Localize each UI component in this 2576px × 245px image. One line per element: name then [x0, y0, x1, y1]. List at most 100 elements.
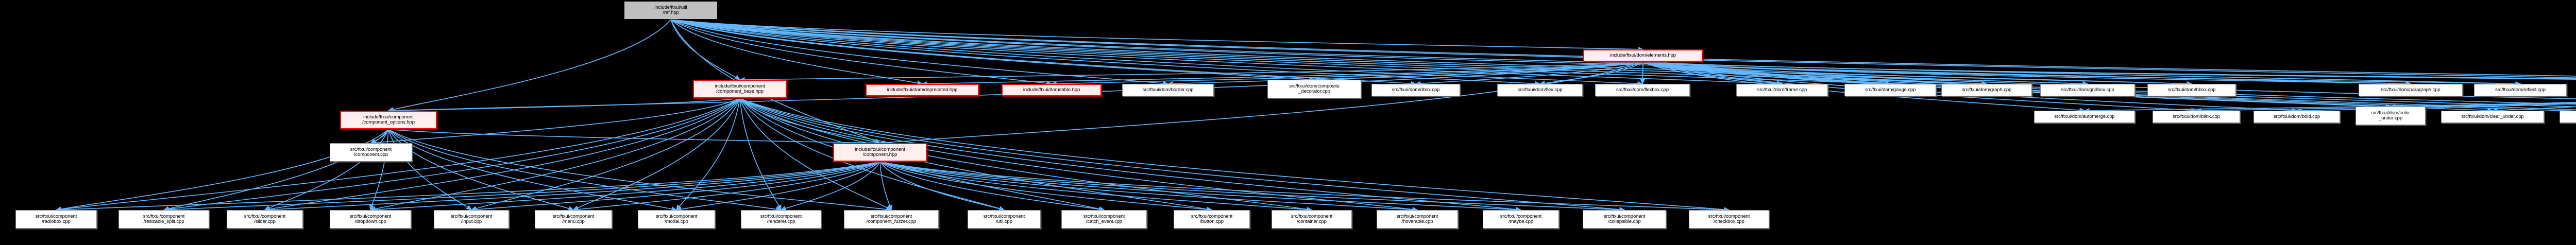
graph-node[interactable]: include/ftxui/component /component_optio… [340, 111, 437, 129]
graph-node[interactable]: src/ftxui/component /maybe.cpp [1483, 210, 1559, 229]
graph-edge [264, 129, 389, 211]
graph-node-label: src/ftxui/component /button.cpp [1191, 214, 1233, 224]
graph-node-label: src/ftxui/dom/paragraph.cpp [2381, 87, 2441, 93]
graph-node[interactable]: src/ftxui/dom/dim.cpp [2560, 111, 2576, 123]
graph-node-label: src/ftxui/dom/border.cpp [1142, 87, 1194, 93]
graph-node[interactable]: src/ftxui/component /input.cpp [434, 210, 509, 229]
graph-edge [670, 19, 923, 85]
graph-node-label: src/ftxui/dom/dbox.cpp [1392, 87, 1440, 93]
graph-edge [1642, 61, 1891, 86]
graph-node[interactable]: src/ftxui/dom/hbox.cpp [2147, 84, 2236, 96]
graph-node[interactable]: src/ftxui/component /modal.cpp [638, 210, 715, 229]
graph-edge [670, 19, 1541, 86]
graph-node[interactable]: src/ftxui/component /checkbox.cpp [1689, 210, 1769, 229]
graph-node-label: src/ftxui/dom/composite _decorator.cpp [1289, 83, 1340, 94]
graph-node[interactable]: src/ftxui/dom/flex.cpp [1497, 84, 1583, 96]
graph-node[interactable]: src/ftxui/dom/frame.cpp [1736, 84, 1828, 96]
graph-node[interactable]: include/ftxui/dom/elements.hpp [1583, 49, 1703, 62]
graph-node[interactable]: src/ftxui/dom/reflect.cpp [2474, 84, 2567, 96]
graph-edge [879, 161, 1005, 211]
graph-edge [879, 161, 1522, 213]
graph-node-label: src/ftxui/dom/graph.cpp [1961, 87, 2012, 93]
graph-edge [1642, 61, 2412, 86]
graph-node-label: src/ftxui/component /catch_event.cpp [1083, 214, 1125, 224]
graph-node-label: include/ftxui/dom/table.hpp [1023, 87, 1080, 93]
graph-node[interactable]: include/ftxui/component /component_base.… [693, 80, 787, 98]
graph-node-label: src/ftxui/component /radiobox.cpp [35, 214, 77, 224]
graph-edge [670, 19, 1053, 86]
graph-node[interactable]: src/ftxui/component /catch_event.cpp [1061, 210, 1147, 229]
graph-edge [670, 19, 1417, 86]
graph-node-label: include/ftxui/component /component_base.… [715, 83, 765, 94]
graph-edge [1642, 61, 1783, 86]
graph-node[interactable]: src/ftxui/dom/border.cpp [1122, 84, 1214, 96]
graph-node[interactable]: src/ftxui/component /menu.cpp [535, 210, 612, 229]
graph-edge [879, 161, 892, 211]
graph-edge [1313, 61, 1643, 82]
graph-edge [670, 19, 2193, 86]
graph-node[interactable]: src/ftxui/component /hoverable.cpp [1377, 210, 1458, 229]
graph-node[interactable]: src/ftxui/dom/automerge.cpp [2034, 111, 2135, 123]
graph-node-label: src/ftxui/dom/automerge.cpp [2054, 114, 2115, 120]
graph-edge [670, 19, 1643, 86]
graph-edge [369, 161, 880, 213]
graph-edge [879, 161, 1213, 212]
graph-node[interactable]: include/ftxui/component /component.hpp [833, 143, 927, 162]
graph-node[interactable]: include/ftxui/dom/table.hpp [1002, 84, 1101, 96]
graph-node[interactable]: src/ftxui/component /component_fuzzer.cp… [844, 210, 939, 229]
graph-node-label: src/ftxui/dom/gauge.cpp [1865, 87, 1916, 93]
graph-edge [739, 98, 881, 145]
graph-node[interactable]: src/ftxui/dom/graph.cpp [1941, 84, 2032, 96]
graph-node[interactable]: src/ftxui/component /radiobox.cpp [15, 210, 97, 229]
graph-edge [2492, 106, 2576, 113]
graph-node[interactable]: src/ftxui/component /button.cpp [1174, 210, 1250, 229]
graph-node-label: src/ftxui/dom/clear_under.cpp [2461, 114, 2524, 120]
graph-node[interactable]: src/ftxui/component /component.cpp [330, 143, 412, 162]
graph-node[interactable]: src/ftxui/component /collapsible.cpp [1583, 210, 1666, 229]
graph-edge [387, 98, 740, 113]
graph-node[interactable]: src/ftxui/dom/blink.cpp [2153, 111, 2240, 123]
graph-edge [879, 161, 1105, 212]
graph-edge [388, 129, 677, 212]
graph-node[interactable]: src/ftxui/dom/gridbox.cpp [2040, 84, 2135, 96]
graph-node[interactable]: src/ftxui/component /util.cpp [968, 210, 1041, 229]
graph-edge [163, 98, 740, 212]
graph-node-label: src/ftxui/dom/flex.cpp [1517, 87, 1563, 93]
graph-edge [879, 161, 1418, 213]
graph-node-label: src/ftxui/component /component.cpp [350, 147, 392, 157]
graph-edge [670, 19, 2089, 86]
graph-node[interactable]: src/ftxui/component /dropdown.cpp [330, 210, 411, 229]
graph-edge [879, 161, 1730, 213]
graph-edge [1167, 61, 1643, 86]
graph-edge [1642, 61, 2521, 86]
graph-node[interactable]: src/ftxui/component /resizable_split.cpp [118, 210, 209, 229]
graph-edge [670, 19, 1169, 86]
graph-node[interactable]: src/ftxui/dom/dbox.cpp [1371, 84, 1460, 96]
graph-node[interactable]: src/ftxui/component /slider.cpp [227, 210, 303, 229]
graph-node-label: src/ftxui/component /input.cpp [450, 214, 493, 224]
graph-edge [670, 19, 1988, 86]
graph-node-label: include/ftxui/util /ref.hpp [654, 5, 687, 15]
graph-node-label: src/ftxui/dom/frame.cpp [1757, 87, 1807, 93]
graph-node[interactable]: src/ftxui/dom/flexbox.cpp [1595, 84, 1690, 96]
graph-node[interactable]: include/ftxui/util /ref.hpp [624, 1, 718, 20]
graph-edge [1640, 61, 1646, 85]
graph-node[interactable]: src/ftxui/dom/color _under.cpp [2355, 107, 2426, 125]
graph-node[interactable]: src/ftxui/dom/gauge.cpp [1844, 84, 1936, 96]
graph-edge [163, 129, 389, 211]
graph-edge [55, 129, 389, 212]
graph-node[interactable]: src/ftxui/dom/composite _decorator.cpp [1267, 80, 1361, 98]
graph-node[interactable]: src/ftxui/dom/bold.cpp [2253, 111, 2340, 123]
graph-edge [470, 98, 740, 211]
graph-edge [2389, 102, 2576, 109]
graph-edge [1539, 61, 1643, 86]
graph-node[interactable]: src/ftxui/component /container.cpp [1272, 210, 1352, 229]
graph-node-label: src/ftxui/component /modal.cpp [655, 214, 698, 224]
graph-node[interactable]: src/ftxui/dom/clear_under.cpp [2441, 111, 2544, 123]
graph-node[interactable]: src/ftxui/dom/paragraph.cpp [2359, 84, 2463, 96]
graph-node-label: src/ftxui/component /component_fuzzer.cp… [866, 214, 917, 224]
graph-edge [670, 19, 1315, 82]
graph-edge [55, 161, 880, 213]
graph-node[interactable]: include/ftxui/dom/deprecated.hpp [866, 84, 979, 96]
graph-node[interactable]: src/ftxui/component /renderer.cpp [741, 210, 821, 229]
